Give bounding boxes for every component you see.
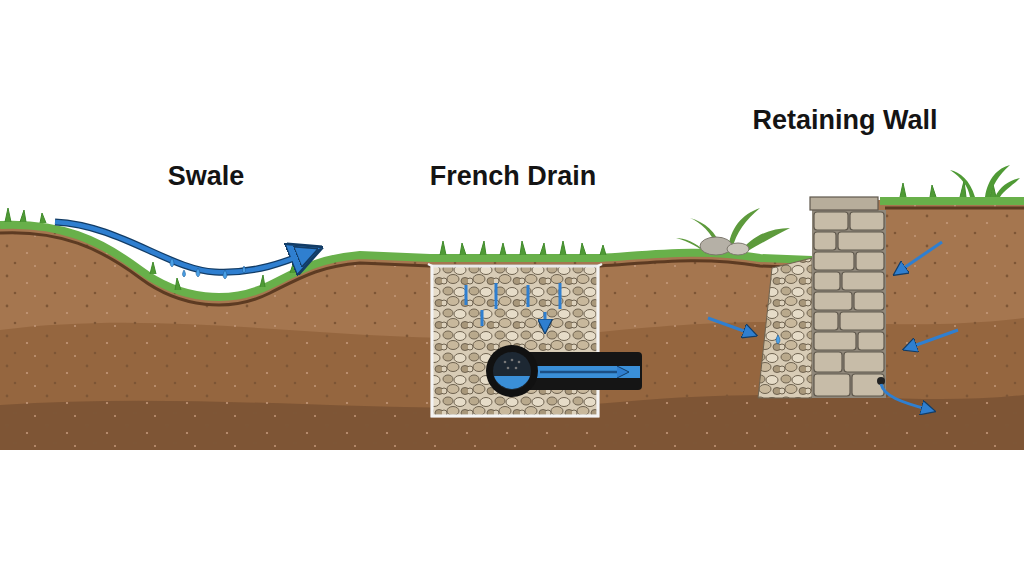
retaining-wall bbox=[776, 335, 780, 344]
retaining-wall bbox=[854, 292, 884, 310]
bush-rocks bbox=[676, 208, 790, 255]
grass bbox=[950, 165, 1020, 197]
retaining-wall bbox=[814, 292, 852, 310]
french-drain bbox=[511, 359, 514, 362]
retaining-wall bbox=[814, 352, 842, 372]
retaining-wall bbox=[814, 252, 854, 270]
soil-layers bbox=[0, 180, 1024, 460]
retaining-wall bbox=[838, 232, 884, 250]
french-drain bbox=[486, 345, 538, 397]
retaining-wall bbox=[814, 332, 856, 350]
french-drain bbox=[540, 371, 624, 374]
french-drain bbox=[428, 264, 602, 416]
retaining-wall bbox=[908, 330, 958, 348]
french-drain bbox=[494, 376, 530, 389]
soil-edge bbox=[0, 233, 812, 305]
bush-rocks bbox=[700, 237, 732, 255]
retaining-wall bbox=[814, 212, 884, 396]
soil-layers bbox=[0, 180, 1024, 460]
retaining-wall bbox=[812, 210, 886, 398]
section-label: Retaining Wall bbox=[752, 106, 937, 136]
soil-edge bbox=[885, 207, 1024, 210]
retaining-wall bbox=[814, 232, 836, 250]
bush-rocks bbox=[676, 208, 790, 254]
french-drain bbox=[428, 264, 642, 416]
retaining-wall bbox=[814, 212, 848, 230]
retaining-wall bbox=[814, 374, 850, 396]
surface-flow-arrow bbox=[55, 222, 310, 279]
retaining-wall bbox=[877, 377, 885, 385]
retaining-wall bbox=[708, 197, 958, 410]
retaining-wall bbox=[758, 258, 812, 398]
retaining-wall bbox=[856, 252, 884, 270]
french-drain bbox=[466, 283, 560, 328]
soil-layers bbox=[0, 180, 1024, 460]
retaining-wall bbox=[844, 352, 884, 372]
retaining-wall bbox=[850, 212, 884, 230]
section-label: French Drain bbox=[430, 162, 597, 192]
section-label: Swale bbox=[168, 162, 245, 192]
retaining-wall bbox=[708, 318, 752, 334]
retaining-wall bbox=[852, 374, 884, 396]
retaining-wall bbox=[898, 242, 942, 272]
retaining-wall bbox=[881, 384, 930, 410]
bush-rocks bbox=[727, 243, 749, 255]
surface-flow-arrow bbox=[55, 222, 310, 272]
surface-flow-arrow bbox=[170, 258, 246, 279]
retaining-wall bbox=[814, 272, 840, 290]
retaining-wall bbox=[810, 197, 878, 210]
surface-flow-arrow bbox=[55, 222, 310, 272]
french-drain bbox=[518, 361, 521, 364]
retaining-wall bbox=[858, 332, 884, 350]
french-drain bbox=[507, 367, 510, 370]
retaining-wall bbox=[814, 312, 838, 330]
grass bbox=[880, 197, 1024, 205]
french-drain bbox=[504, 361, 507, 364]
french-drain bbox=[493, 352, 531, 390]
french-drain bbox=[515, 367, 518, 370]
retaining-wall bbox=[840, 312, 884, 330]
french-drain bbox=[432, 266, 598, 416]
retaining-wall bbox=[842, 272, 884, 290]
